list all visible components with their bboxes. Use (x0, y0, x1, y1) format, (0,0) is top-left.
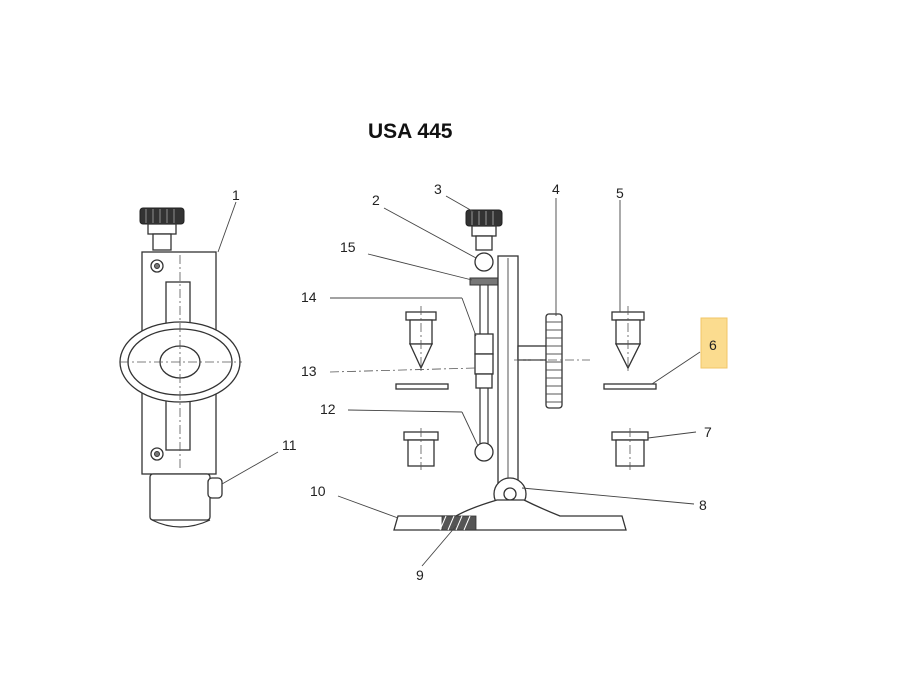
front-knurled-knob (139, 207, 185, 225)
base-plate (393, 499, 627, 531)
loose-washer-left (395, 383, 449, 390)
callout-10: 10 (310, 483, 326, 499)
callout-3: 3 (434, 181, 442, 197)
leader-lines (217, 195, 701, 567)
bushing-part-7 (611, 428, 649, 470)
callout-13: 13 (301, 363, 317, 379)
callout-8: 8 (699, 497, 707, 513)
callout-1: 1 (232, 187, 240, 203)
lock-ring (469, 277, 501, 286)
callout-15: 15 (340, 239, 356, 255)
loose-bushing-left (403, 428, 439, 470)
callout-9: 9 (416, 567, 424, 583)
indenter-part-5 (611, 306, 645, 374)
callout-6: 6 (709, 337, 717, 353)
callout-2: 2 (372, 192, 380, 208)
callout-5: 5 (616, 185, 624, 201)
dial-gear (545, 313, 563, 409)
side-view-assembly (393, 209, 627, 531)
callout-6-highlight (700, 317, 728, 369)
loose-indenter-left (405, 306, 437, 374)
callout-7: 7 (704, 424, 712, 440)
front-roller (149, 473, 211, 521)
callout-12: 12 (320, 401, 336, 417)
front-view-assembly (119, 207, 242, 528)
callout-11: 11 (282, 437, 297, 453)
callout-14: 14 (301, 289, 317, 305)
diagram-title: USA 445 (368, 120, 453, 143)
side-knurled-knob (465, 209, 503, 227)
callout-4: 4 (552, 181, 560, 197)
washer-part-6 (603, 383, 657, 390)
